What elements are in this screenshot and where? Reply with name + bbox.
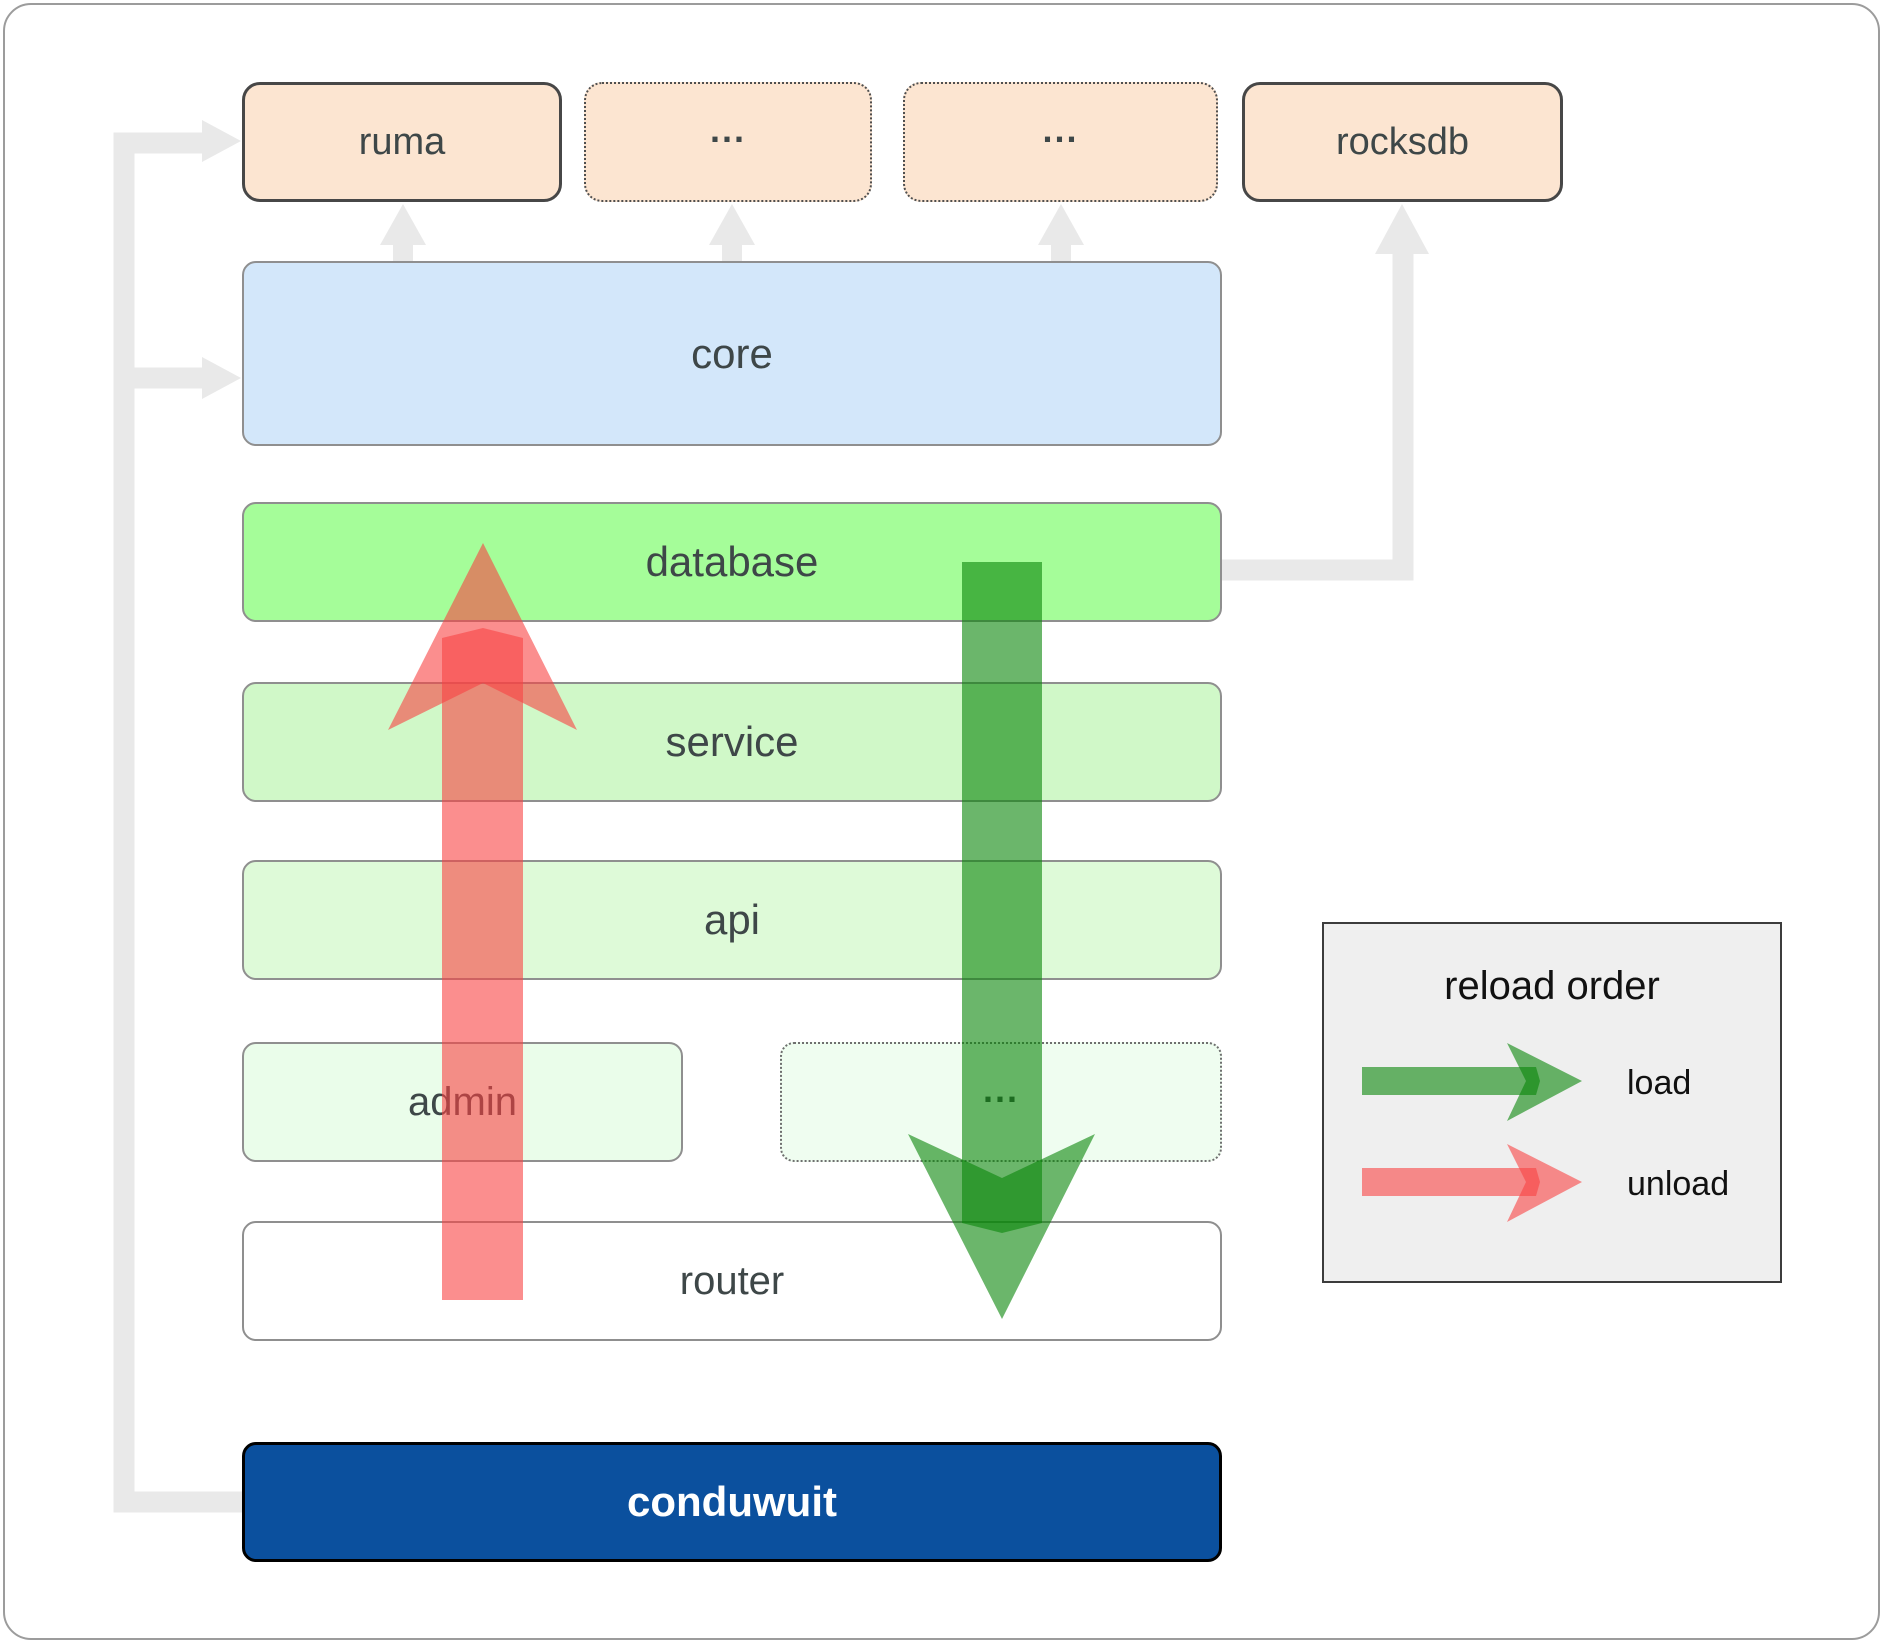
node-more-crate-b-label: ...	[1042, 109, 1079, 150]
node-conduwuit-label: conduwuit	[627, 1478, 837, 1525]
node-core-label: core	[691, 329, 773, 377]
node-core: core	[242, 261, 1222, 446]
legend-reload-order: reload order load unload	[1322, 922, 1782, 1283]
legend-title: reload order	[1444, 964, 1660, 1008]
node-more-crate-a: ...	[584, 82, 872, 202]
node-database-label: database	[645, 538, 819, 585]
node-api: api	[242, 860, 1222, 980]
node-rocksdb: rocksdb	[1242, 82, 1563, 202]
node-api-label: api	[703, 896, 761, 943]
node-database: database	[242, 502, 1222, 622]
node-service-label: service	[665, 718, 799, 765]
node-router: router	[242, 1221, 1222, 1341]
node-admin-more-label: ...	[982, 1069, 1019, 1110]
node-rocksdb-label: rocksdb	[1335, 120, 1470, 163]
node-conduwuit: conduwuit	[242, 1442, 1222, 1562]
legend-load-label: load	[1627, 1064, 1692, 1102]
legend-unload-label: unload	[1627, 1165, 1730, 1203]
node-router-label: router	[679, 1258, 785, 1303]
node-admin-label: admin	[408, 1079, 517, 1124]
node-more-crate-b: ...	[903, 82, 1218, 202]
node-admin: admin	[242, 1042, 683, 1162]
node-service: service	[242, 682, 1222, 802]
node-ruma: ruma	[242, 82, 562, 202]
node-admin-more: ...	[780, 1042, 1222, 1162]
node-ruma-label: ruma	[358, 120, 446, 163]
node-more-crate-a-label: ...	[709, 109, 746, 150]
